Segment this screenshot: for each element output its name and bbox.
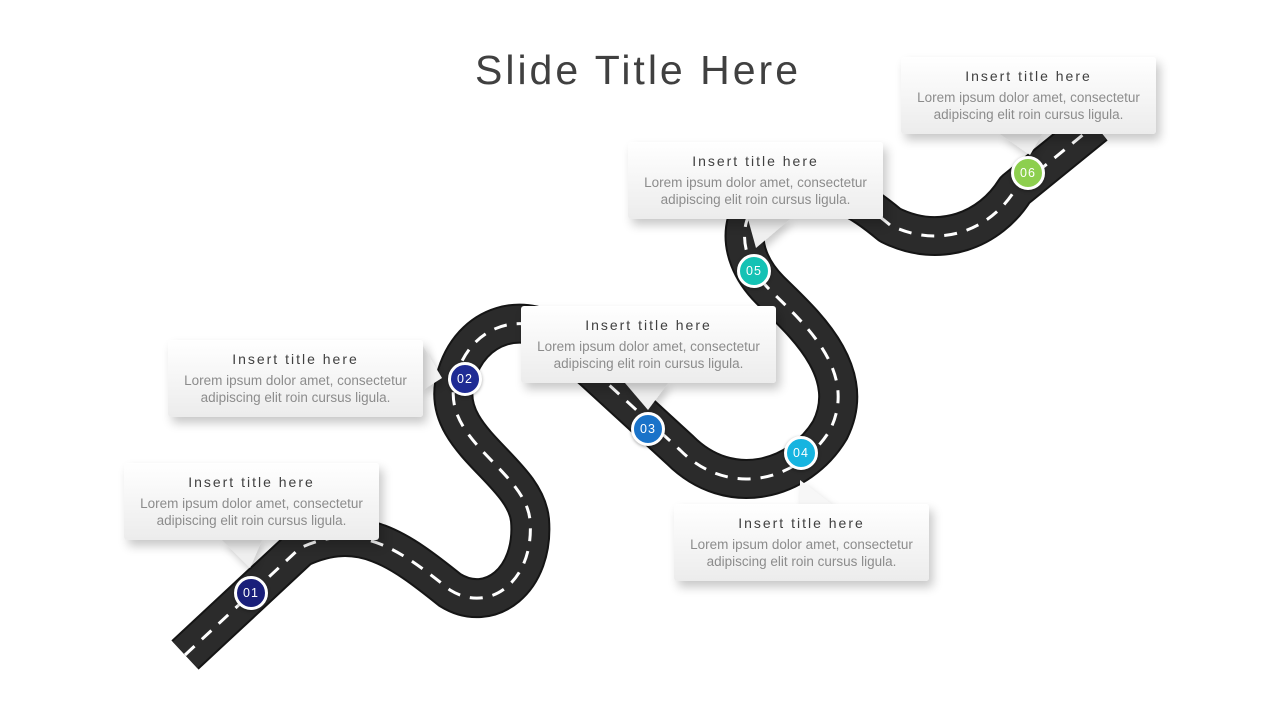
- callout-body-line-2: adipiscing elit roin cursus ligula.: [660, 192, 851, 207]
- callout-6-pointer: [1000, 134, 1042, 155]
- callout-title: Insert title here: [965, 68, 1092, 84]
- step-marker-03: 03: [631, 412, 665, 446]
- step-marker-02: 02: [448, 362, 482, 396]
- road-center-line: [183, 123, 1096, 657]
- callout-body-line-2: adipiscing elit roin cursus ligula.: [553, 356, 744, 371]
- callout-3-pointer: [625, 383, 668, 410]
- callout-5-pointer: [748, 219, 790, 248]
- callout-body-line-2: adipiscing elit roin cursus ligula.: [706, 554, 897, 569]
- callout-body-line-1: Lorem ipsum dolor amet, consectetur: [917, 90, 1140, 105]
- callout-body-line-2: adipiscing elit roin cursus ligula.: [156, 513, 347, 528]
- step-marker-05: 05: [737, 254, 771, 288]
- callout-step-06: Insert title here Lorem ipsum dolor amet…: [901, 57, 1156, 134]
- callout-body-line-2: adipiscing elit roin cursus ligula.: [200, 390, 391, 405]
- callout-body-line-1: Lorem ipsum dolor amet, consectetur: [140, 496, 363, 511]
- callout-step-02: Insert title here Lorem ipsum dolor amet…: [168, 340, 423, 417]
- callout-body-line-1: Lorem ipsum dolor amet, consectetur: [690, 537, 913, 552]
- callout-body-line-1: Lorem ipsum dolor amet, consectetur: [644, 175, 867, 190]
- step-marker-01: 01: [234, 576, 268, 610]
- step-marker-04: 04: [784, 436, 818, 470]
- callout-title: Insert title here: [738, 515, 865, 531]
- callout-title: Insert title here: [232, 351, 359, 367]
- callout-step-05: Insert title here Lorem ipsum dolor amet…: [628, 142, 883, 219]
- callout-body-line-1: Lorem ipsum dolor amet, consectetur: [184, 373, 407, 388]
- callout-title: Insert title here: [585, 317, 712, 333]
- callout-step-01: Insert title here Lorem ipsum dolor amet…: [124, 463, 379, 540]
- callout-4-pointer: [800, 480, 835, 507]
- slide-title: Slide Title Here: [474, 47, 801, 93]
- callout-step-03: Insert title here Lorem ipsum dolor amet…: [521, 306, 776, 383]
- callout-title: Insert title here: [188, 474, 315, 490]
- callout-title: Insert title here: [692, 153, 819, 169]
- callout-step-04: Insert title here Lorem ipsum dolor amet…: [674, 504, 929, 581]
- callout-body-line-1: Lorem ipsum dolor amet, consectetur: [537, 339, 760, 354]
- step-marker-06: 06: [1011, 156, 1045, 190]
- callout-body-line-2: adipiscing elit roin cursus ligula.: [933, 107, 1124, 122]
- callout-2-pointer: [423, 346, 442, 390]
- callout-1-pointer: [222, 540, 262, 568]
